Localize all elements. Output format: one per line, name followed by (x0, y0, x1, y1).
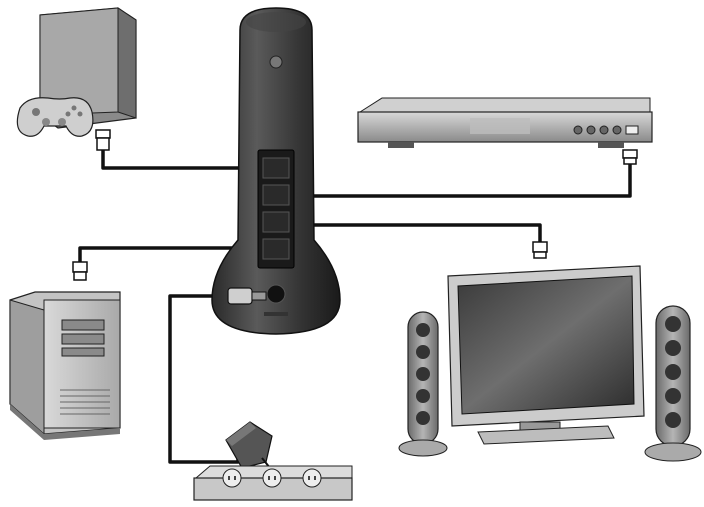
router (211, 7, 341, 335)
power-outlet-icon (262, 468, 282, 488)
player-button[interactable] (573, 125, 583, 135)
power-plug-icon (227, 287, 267, 305)
speaker-left (398, 311, 448, 457)
speaker-driver-icon (665, 340, 681, 356)
speaker-driver-icon (665, 388, 681, 404)
player-display (625, 125, 639, 135)
rj45-plug-icon (622, 149, 638, 165)
gamepad-icon (16, 97, 94, 137)
speaker-driver-icon (665, 364, 681, 380)
speaker-driver-icon (665, 316, 681, 332)
drive-bay (61, 333, 105, 345)
ethernet-port[interactable] (262, 238, 290, 260)
cable-connectors (72, 129, 638, 281)
cable-media-player (303, 163, 632, 198)
rj45-plug-icon (72, 261, 88, 281)
cable-television (303, 223, 542, 248)
rj45-plug-icon (95, 129, 111, 151)
power-strip (193, 465, 353, 501)
cables (78, 150, 632, 464)
router-logo-icon (269, 55, 283, 69)
power-outlet-icon (302, 468, 322, 488)
player-button[interactable] (612, 125, 622, 135)
ethernet-port[interactable] (262, 184, 290, 206)
game-console (16, 7, 137, 137)
player-button[interactable] (599, 125, 609, 135)
television (447, 265, 645, 445)
speaker-right (644, 305, 702, 462)
drive-bay (61, 347, 105, 357)
speaker-driver-icon (416, 345, 430, 359)
ethernet-port[interactable] (262, 211, 290, 233)
cable-desktop-pc (78, 246, 246, 262)
speaker-driver-icon (416, 323, 430, 337)
speaker-driver-icon (416, 367, 430, 381)
ethernet-port[interactable] (262, 157, 290, 179)
tv-screen (457, 275, 635, 415)
media-player (357, 97, 653, 148)
cable-game-console (101, 150, 246, 170)
power-outlet-icon (222, 468, 242, 488)
desktop-pc (9, 291, 121, 440)
power-port[interactable] (266, 284, 286, 304)
speaker-driver-icon (665, 412, 681, 428)
speaker-driver-icon (416, 411, 430, 425)
speaker-driver-icon (416, 389, 430, 403)
drive-bay (61, 319, 105, 331)
player-button[interactable] (586, 125, 596, 135)
rj45-plug-icon (532, 241, 548, 259)
